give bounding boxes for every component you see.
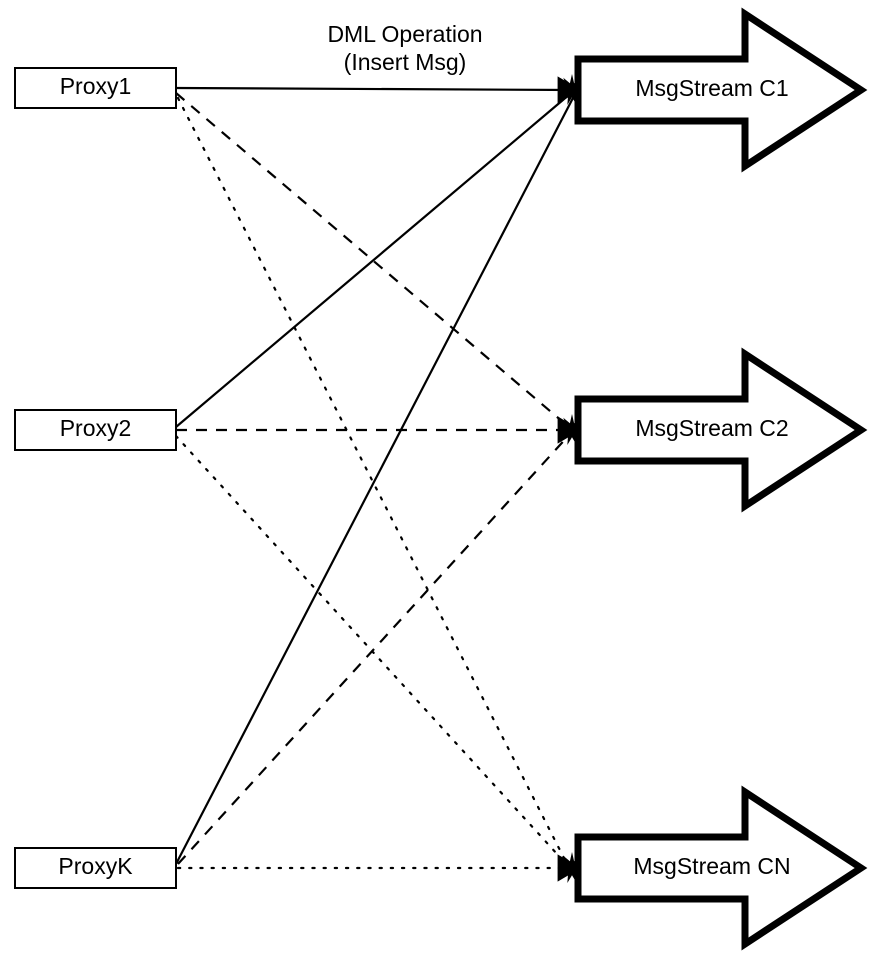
proxy-box [14,847,177,889]
edge-caption-line1: DML Operation [327,21,482,47]
proxy-node-proxy2: Proxy2 [14,409,177,451]
proxy-box [14,67,177,109]
streams-layer: MsgStream C1 MsgStream C2 MsgStream CN [574,7,868,951]
stream-arrow-shape [574,347,868,513]
stream-stream_cn: MsgStream CN [574,785,868,951]
proxy-label: Proxy2 [60,415,132,441]
stream-arrow-shape [574,7,868,173]
edge-pk-c1 [175,95,575,865]
edge-p2-c1 [175,93,571,428]
arrowheads-layer [557,74,586,884]
edge-pk-c2 [177,433,571,865]
edge-p1-c1 [175,86,573,92]
stream-stream_c1: MsgStream C1 [574,7,868,173]
proxy-box [14,409,177,451]
arrowhead-tip-head-c2 [557,416,581,444]
edge-p1-cn [176,96,570,868]
proxy-node-proxy1: Proxy1 [14,67,177,109]
edges-layer [174,86,575,870]
edge-caption: DML Operation (Insert Msg) [327,21,482,75]
proxy-node-proxyK: ProxyK [14,847,177,889]
stream-label: MsgStream C1 [635,75,788,101]
stream-label: MsgStream CN [633,853,790,879]
proxy-label: Proxy1 [60,73,132,99]
edge-p1-c2 [175,92,571,429]
arrowhead-tip-head-c1 [557,76,581,104]
stream-stream_c2: MsgStream C2 [574,347,868,513]
stream-arrow-shape [574,785,868,951]
edge-caption-line2: (Insert Msg) [344,49,467,75]
proxy-label: ProxyK [58,853,133,879]
arrowhead-tip-head-cn [557,854,581,882]
stream-label: MsgStream C2 [635,415,788,441]
